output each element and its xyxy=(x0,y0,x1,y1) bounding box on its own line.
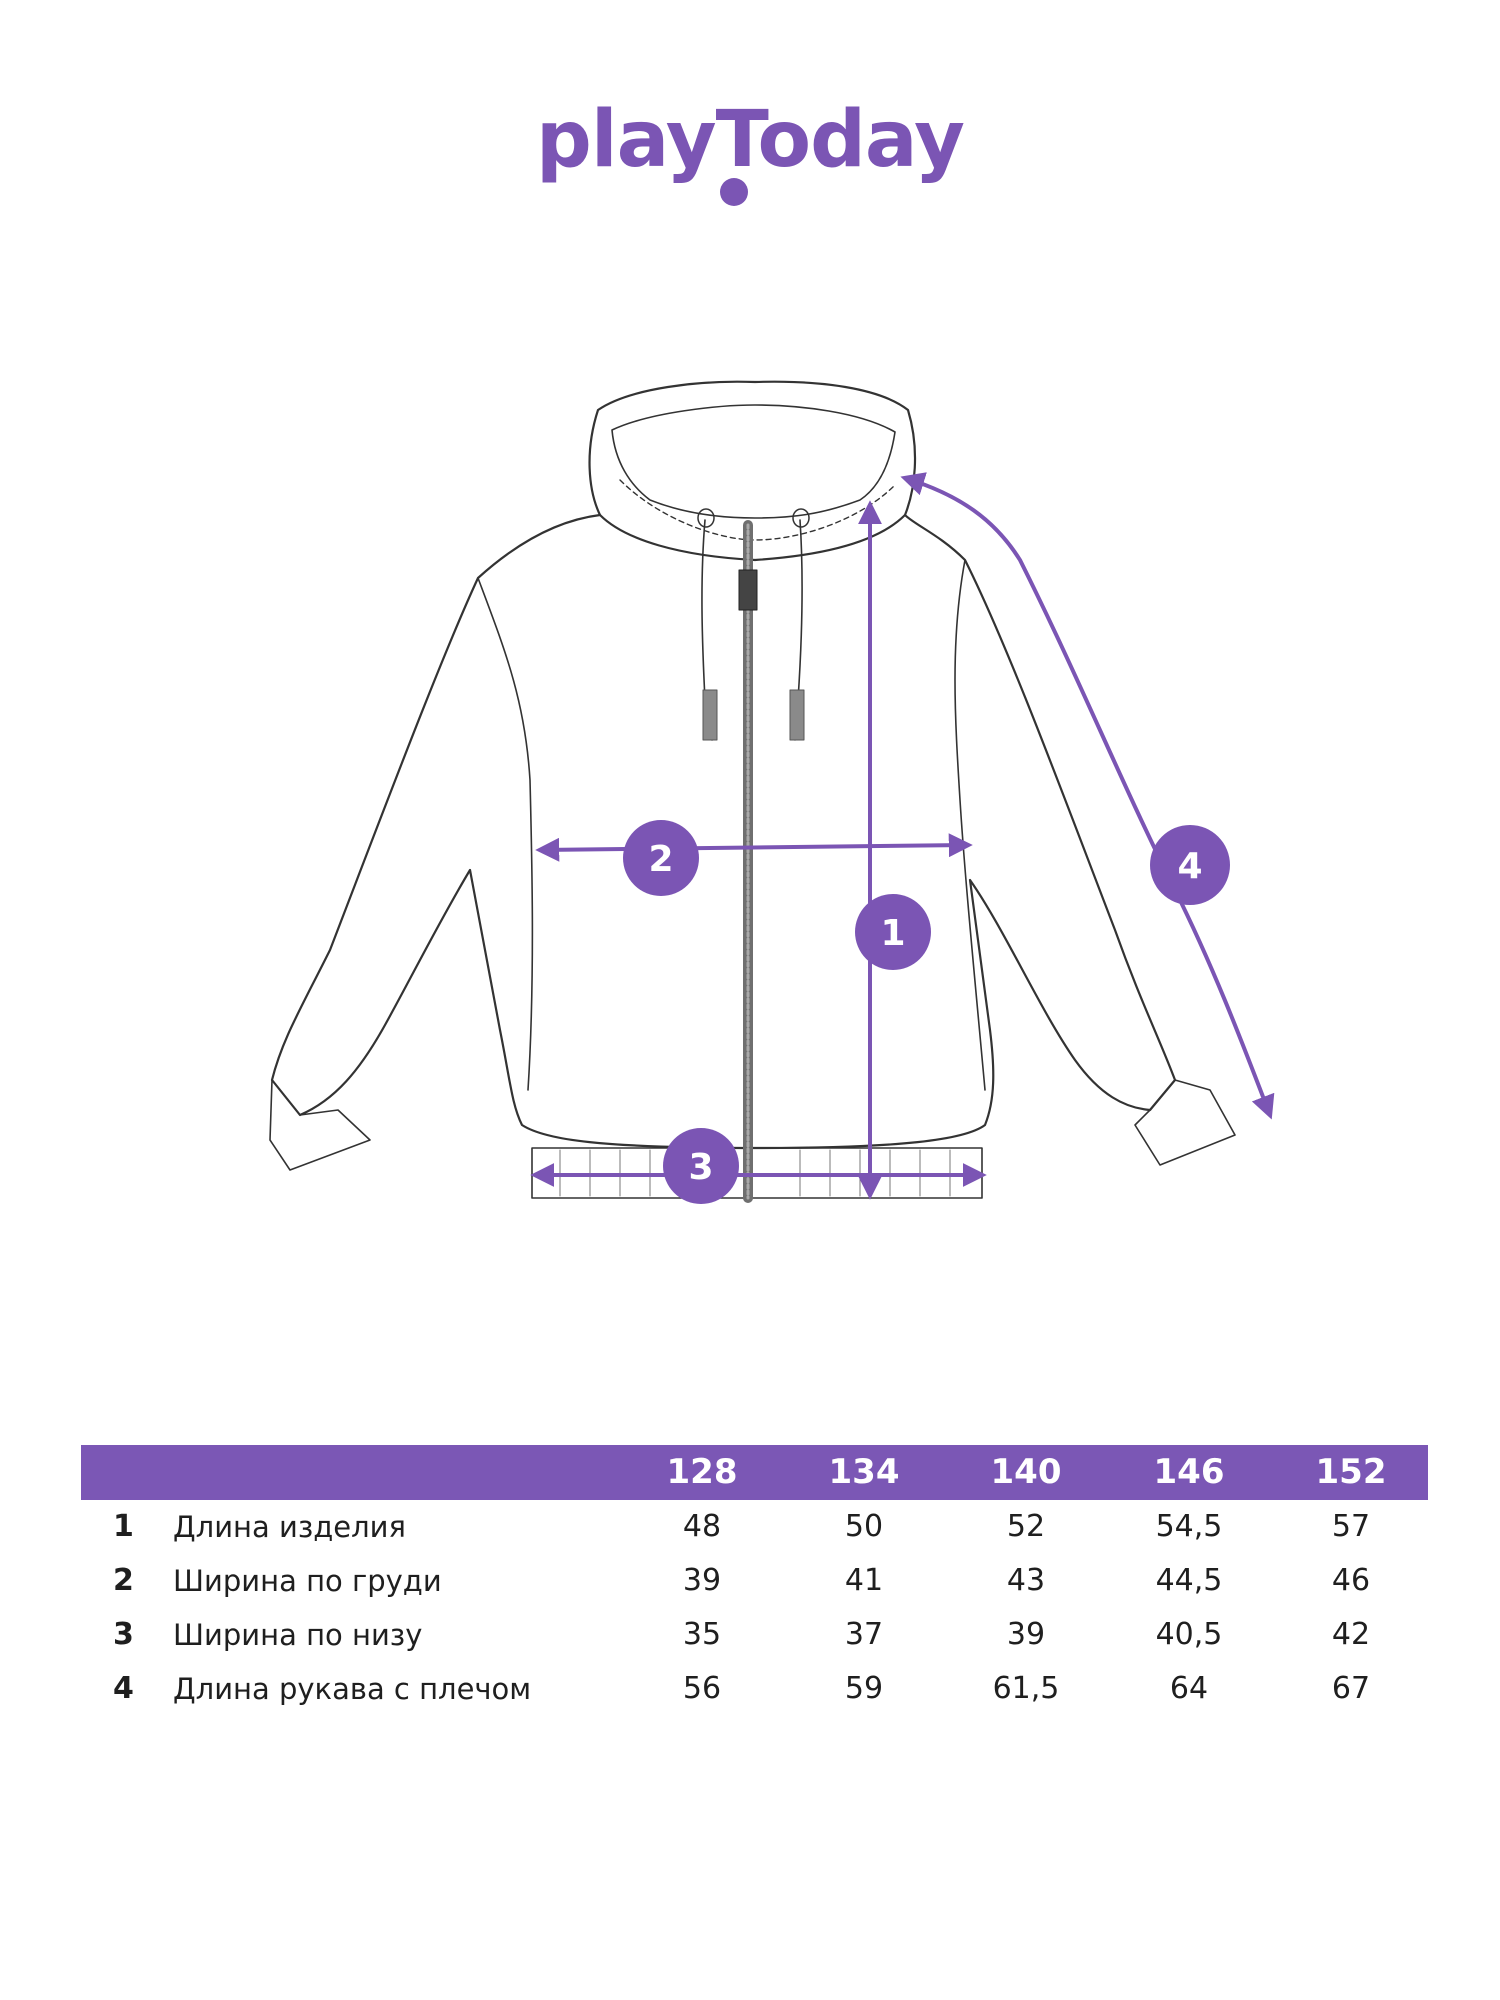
logo-text: playToday xyxy=(536,95,965,185)
row-label: Длина изделия xyxy=(173,1510,406,1544)
row-label: Ширина по низу xyxy=(173,1618,423,1652)
table-cell: 59 xyxy=(844,1671,884,1706)
table-cell: 42 xyxy=(1331,1617,1371,1652)
marker-4: 4 xyxy=(1150,825,1230,905)
row-number: 2 xyxy=(113,1563,134,1598)
marker-1: 1 xyxy=(855,894,931,970)
table-row: 2 Ширина по груди 39 41 43 44,5 46 xyxy=(81,1554,1428,1608)
table-row: 1 Длина изделия 48 50 52 54,5 57 xyxy=(81,1500,1428,1554)
table-cell: 54,5 xyxy=(1155,1509,1223,1544)
size-header: 134 xyxy=(828,1452,900,1492)
table-cell: 48 xyxy=(682,1509,722,1544)
table-cell: 37 xyxy=(844,1617,884,1652)
size-table-header: 128 134 140 146 152 xyxy=(81,1445,1428,1500)
table-cell: 67 xyxy=(1331,1671,1371,1706)
table-cell: 50 xyxy=(844,1509,884,1544)
table-cell: 44,5 xyxy=(1155,1563,1223,1598)
table-cell: 35 xyxy=(682,1617,722,1652)
svg-text:3: 3 xyxy=(688,1147,713,1188)
row-number: 3 xyxy=(113,1617,134,1652)
table-cell: 40,5 xyxy=(1155,1617,1223,1652)
table-cell: 64 xyxy=(1169,1671,1209,1706)
svg-text:1: 1 xyxy=(880,913,905,954)
size-header: 146 xyxy=(1153,1452,1225,1492)
table-cell: 39 xyxy=(1006,1617,1046,1652)
zip-hoodie-icon xyxy=(269,380,1236,1203)
hoodie-diagram: 1 2 3 4 xyxy=(269,380,1275,1204)
brand-logo: playToday xyxy=(0,95,1500,185)
size-header: 140 xyxy=(990,1452,1062,1492)
table-cell: 52 xyxy=(1006,1509,1046,1544)
measurement-lines xyxy=(530,472,1275,1200)
row-number: 1 xyxy=(113,1509,134,1544)
table-cell: 41 xyxy=(844,1563,884,1598)
marker-2: 2 xyxy=(623,820,699,896)
size-header: 152 xyxy=(1315,1452,1387,1492)
row-number: 4 xyxy=(113,1671,134,1706)
table-row: 4 Длина рукава с плечом 56 59 61,5 64 67 xyxy=(81,1662,1428,1716)
marker-3: 3 xyxy=(663,1128,739,1204)
row-label: Длина рукава с плечом xyxy=(173,1672,532,1706)
table-cell: 39 xyxy=(682,1563,722,1598)
logo-dot xyxy=(720,178,748,206)
table-cell: 46 xyxy=(1331,1563,1371,1598)
svg-text:4: 4 xyxy=(1177,846,1202,887)
table-cell: 57 xyxy=(1331,1509,1371,1544)
table-cell: 43 xyxy=(1006,1563,1046,1598)
size-header: 128 xyxy=(666,1452,738,1492)
table-cell: 56 xyxy=(682,1671,722,1706)
table-cell: 61,5 xyxy=(992,1671,1060,1706)
svg-text:2: 2 xyxy=(648,839,673,880)
table-row: 3 Ширина по низу 35 37 39 40,5 42 xyxy=(81,1608,1428,1662)
row-label: Ширина по груди xyxy=(173,1564,442,1598)
size-table: 128 134 140 146 152 1 Длина изделия 48 5… xyxy=(81,1445,1428,1716)
